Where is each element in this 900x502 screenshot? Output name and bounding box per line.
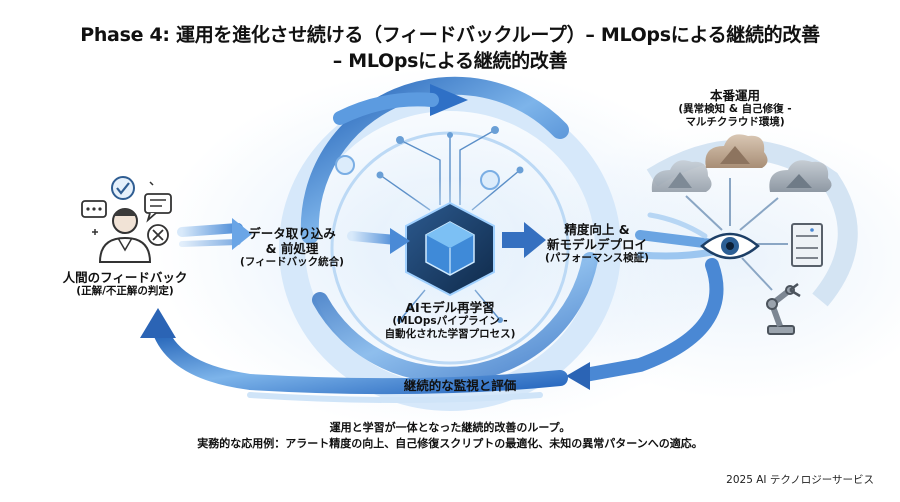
ingest-title: データ取り込み — [248, 226, 336, 241]
cube-to-deploy-arrow — [502, 222, 546, 258]
ingest-to-cube-flow — [347, 228, 410, 254]
top-arrow-head — [430, 84, 468, 116]
retrain-sub-2: 自動化された学習プロセス) — [384, 328, 516, 340]
retrain-label: AIモデル再学習 (MLOpsパイプライン - 自動化された学習プロセス) — [360, 300, 540, 341]
cube-core-icon — [405, 201, 495, 297]
eye-icon — [700, 232, 760, 260]
title-line-2: – MLOpsによる継続的改善 — [332, 50, 568, 72]
cloud-icon-left — [651, 160, 712, 192]
top-arrow-tail — [333, 92, 439, 125]
production-title: 本番運用 — [709, 88, 760, 103]
monitor-return-arrow-head — [140, 308, 176, 338]
title-line-1: Phase 4: 運用を進化させ続ける（フィードバックループ）– MLOpsによ… — [80, 24, 820, 46]
small-marks — [92, 181, 154, 235]
human-feedback-sub: (正解/不正解の判定) — [76, 285, 174, 297]
monitor-return-flow — [152, 322, 568, 395]
human-feedback-label: 人間のフィードバック (正解/不正解の判定) — [40, 270, 210, 298]
loop-ring-bottom — [312, 252, 598, 383]
retrain-title: AIモデル再学習 — [405, 300, 495, 315]
human-to-ingest-flow — [177, 218, 252, 250]
caption-line-1: 運用と学習が一体となった継続的改善のループ。 — [329, 421, 571, 434]
cloud-icon-center — [705, 134, 768, 168]
deploy-sub: (パフォーマンス検証) — [545, 252, 649, 264]
footer-credit: 2025 AI テクノロジーサービス — [726, 474, 874, 486]
ingest-title-2: & 前処理 — [265, 241, 319, 256]
ingest-label: データ取り込み & 前処理 (フィードバック統合) — [232, 226, 352, 269]
eye-to-icons-arrows — [685, 178, 788, 291]
circuit-nodes — [335, 126, 524, 323]
production-return-arrow-head — [566, 362, 590, 390]
ingest-sub: (フィードバック統合) — [240, 256, 344, 268]
human-feedback-title: 人間のフィードバック — [62, 270, 188, 285]
robot-arm-icon — [766, 283, 801, 335]
check-bubble-icon — [111, 176, 135, 200]
dots-bubble-icon — [81, 200, 107, 218]
person-icon — [98, 208, 152, 263]
monitor-return-flow-glow — [247, 392, 543, 403]
caption-line-2: 実務的な応用例：アラート精度の向上、自己修復スクリプトの最適化、未知の異常パター… — [197, 437, 703, 450]
chat-bubble-icon — [144, 193, 172, 223]
cross-circle-icon — [147, 224, 169, 246]
cloud-icon-right — [769, 160, 832, 192]
server-icon — [791, 223, 823, 267]
production-label: 本番運用 (異常検知 & 自己修復 - マルチクラウド環境) — [660, 88, 810, 129]
monitor-label: 継続的な監視と評価 — [380, 378, 540, 393]
deploy-title-2: 新モデルデプロイ — [546, 237, 647, 252]
deploy-label: 精度向上 & 新モデルデプロイ (パフォーマンス検証) — [532, 222, 662, 265]
production-sub-2: マルチクラウド環境) — [685, 116, 785, 128]
deploy-title: 精度向上 & — [564, 222, 630, 237]
retrain-sub-1: (MLOpsパイプライン - — [392, 315, 508, 327]
monitor-title: 継続的な監視と評価 — [403, 378, 517, 393]
production-return-flow — [578, 258, 724, 382]
production-sub-1: (異常検知 & 自己修復 - — [678, 103, 792, 115]
